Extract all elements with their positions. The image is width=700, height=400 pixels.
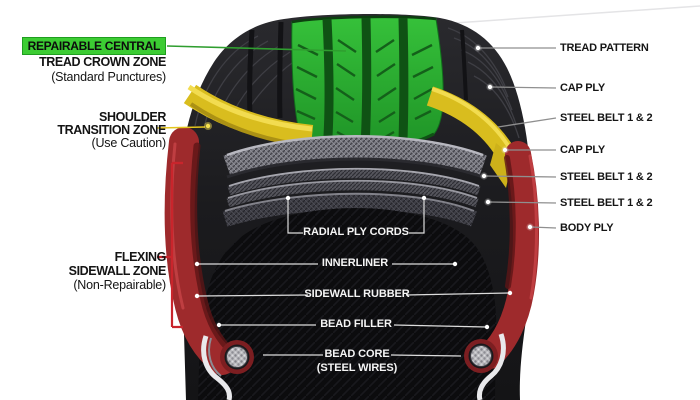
- bead-core-sub: (STEEL WIRES): [316, 361, 398, 374]
- label-cap-ply-2: CAP PLY: [560, 144, 606, 156]
- tread-green-zone: [291, 15, 444, 154]
- label-steel-belt-3: STEEL BELT 1 & 2: [560, 197, 653, 209]
- flexing-zone-bracket: [157, 161, 183, 329]
- label-cap-ply-1: CAP PLY: [560, 82, 606, 94]
- repairable-central-badge: REPAIRABLE CENTRAL: [21, 37, 166, 55]
- label-bead-filler: BEAD FILLER: [320, 318, 392, 330]
- label-group-tread-crown-zone: REPAIRABLE CENTRAL TREAD CROWN ZONE (Sta…: [21, 37, 166, 85]
- center-leader-dots: [194, 195, 513, 330]
- bead-core-title: BEAD CORE: [324, 348, 390, 360]
- shoulder-zone-note: (Use Caution): [91, 136, 166, 150]
- tread-crown-zone-note: (Standard Punctures): [51, 70, 166, 84]
- leader-repairable-central: [166, 45, 347, 52]
- label-group-flexing-sidewall-zone: FLEXING SIDEWALL ZONE (Non-Repairable): [68, 250, 167, 292]
- leader-shoulder-transition: [156, 122, 212, 130]
- flexing-zone-note: (Non-Repairable): [73, 278, 166, 292]
- shoulder-tread-right: [447, 27, 520, 139]
- flexing-zone-title-1: FLEXING: [114, 250, 167, 264]
- tire-interior: [198, 208, 497, 400]
- steel-belt-layers: [222, 135, 487, 227]
- shoulder-zone-title-2: TRANSITION ZONE: [57, 123, 166, 137]
- label-steel-belt-1: STEEL BELT 1 & 2: [560, 112, 653, 124]
- label-innerliner: INNERLINER: [321, 257, 389, 269]
- shoulder-zone-title-1: SHOULDER: [99, 110, 166, 124]
- label-bead-core: BEAD CORE (STEEL WIRES): [317, 348, 397, 375]
- right-leader-lines: [479, 47, 557, 229]
- label-tread-pattern: TREAD PATTERN: [560, 42, 649, 54]
- center-leader-lines: [197, 200, 510, 357]
- right-leader-dots: [474, 44, 534, 231]
- rim-flange-right: [476, 333, 506, 400]
- label-group-shoulder-transition-zone: SHOULDER TRANSITION ZONE (Use Caution): [57, 111, 166, 150]
- label-radial-ply-cords: RADIAL PLY CORDS: [303, 226, 409, 238]
- rim-flange-left: [201, 335, 232, 400]
- bead-core-right: [464, 333, 506, 400]
- tread-crown-zone-title: TREAD CROWN ZONE: [39, 55, 166, 69]
- label-body-ply: BODY PLY: [560, 222, 614, 234]
- flexing-zone-title-2: SIDEWALL ZONE: [68, 264, 167, 278]
- tread-sipes: [295, 39, 434, 142]
- bead-core-left: [201, 335, 254, 400]
- label-sidewall-rubber: SIDEWALL RUBBER: [304, 288, 410, 300]
- label-steel-belt-2: STEEL BELT 1 & 2: [560, 171, 653, 183]
